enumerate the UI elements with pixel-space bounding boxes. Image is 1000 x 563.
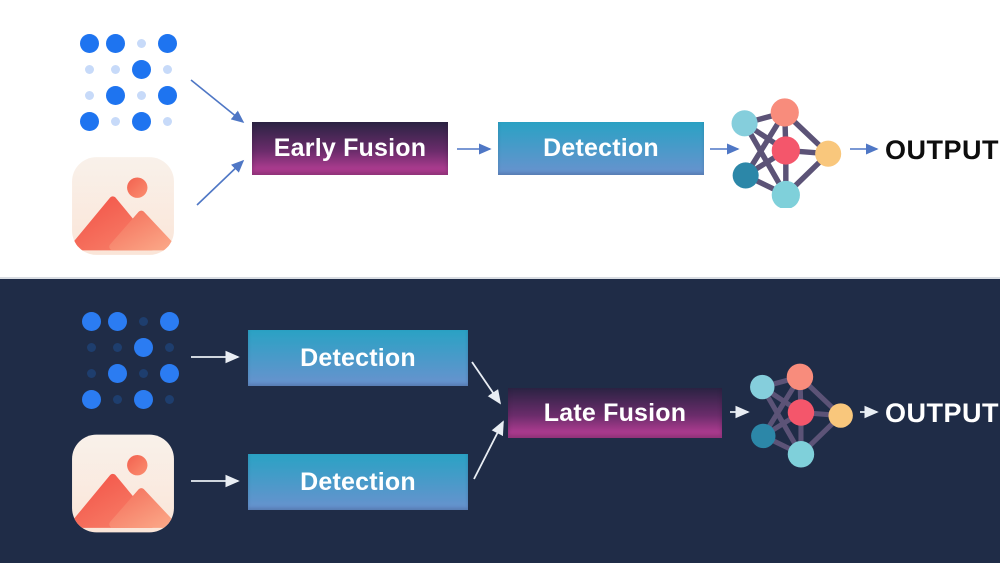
point-cloud-dot <box>157 85 177 105</box>
point-cloud-dot <box>81 389 101 409</box>
point-cloud-dot <box>131 59 151 79</box>
detection-label-lidar: Detection <box>300 343 416 372</box>
point-cloud-dot <box>138 316 148 326</box>
point-cloud-icon-dark <box>78 308 182 412</box>
point-cloud-dot <box>107 311 127 331</box>
late-fusion-box: Late Fusion <box>508 388 722 438</box>
point-cloud-dot <box>159 363 179 383</box>
point-cloud-dot <box>79 33 99 53</box>
point-cloud-dot <box>105 85 125 105</box>
image-icon <box>72 157 174 255</box>
point-cloud-dot <box>162 64 172 74</box>
detection-label-camera: Detection <box>300 467 416 496</box>
point-cloud-dot <box>107 363 127 383</box>
point-cloud-dot <box>164 342 174 352</box>
point-cloud-dot <box>112 394 122 404</box>
point-cloud-dot <box>86 342 96 352</box>
point-cloud-dot <box>84 64 94 74</box>
point-cloud-dot <box>131 111 151 131</box>
detection-box-lidar: Detection <box>248 330 468 386</box>
point-cloud-dot <box>79 111 99 131</box>
point-cloud-dot <box>164 394 174 404</box>
detection-box-top: Detection <box>498 122 704 175</box>
point-cloud-dot <box>133 337 153 357</box>
output-label-bottom: OUTPUT <box>885 398 999 428</box>
point-cloud-dot <box>136 38 146 48</box>
point-cloud-dot <box>157 33 177 53</box>
point-cloud-dot <box>86 368 96 378</box>
neural-network-icon-dark <box>750 363 853 468</box>
point-cloud-dot <box>84 90 94 100</box>
point-cloud-dot <box>112 342 122 352</box>
point-cloud-dot <box>138 368 148 378</box>
point-cloud-dot <box>110 116 120 126</box>
detection-label-top: Detection <box>543 134 659 162</box>
point-cloud-dot <box>105 33 125 53</box>
early-fusion-box: Early Fusion <box>252 122 448 175</box>
output-label-top: OUTPUT <box>885 135 999 165</box>
point-cloud-dot <box>110 64 120 74</box>
point-cloud-dot <box>159 311 179 331</box>
point-cloud-dot <box>136 90 146 100</box>
point-cloud-dot <box>81 311 101 331</box>
detection-box-camera: Detection <box>248 454 468 510</box>
late-fusion-label: Late Fusion <box>543 398 687 427</box>
point-cloud-dot <box>133 389 153 409</box>
point-cloud-icon <box>76 30 180 134</box>
image-icon-dark <box>72 434 174 533</box>
early-fusion-label: Early Fusion <box>273 134 427 162</box>
neural-network-icon <box>731 98 842 208</box>
point-cloud-dot <box>162 116 172 126</box>
